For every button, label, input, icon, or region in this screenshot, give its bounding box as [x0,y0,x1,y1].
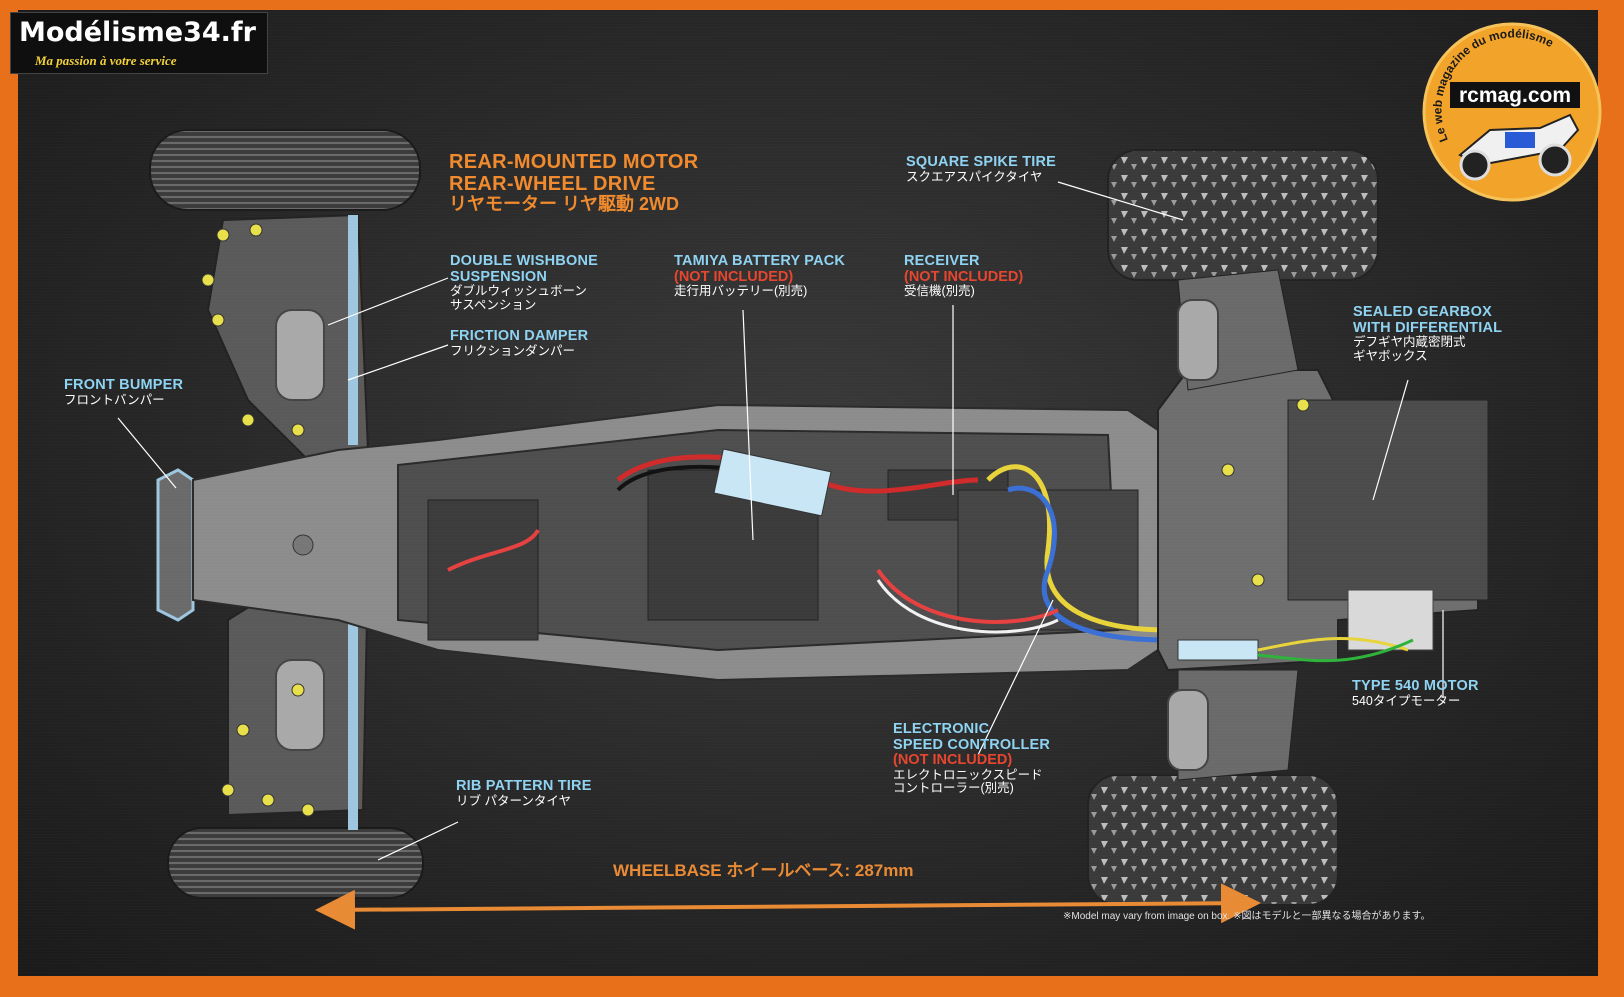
disclaimer: ※Model may vary from image on box. ※図はモデ… [1063,911,1431,922]
double-wishbone-jp1: ダブルウィッシュボーン [450,284,587,299]
headline: REAR-MOUNTED MOTOR REAR-WHEEL DRIVE リヤモー… [449,151,699,215]
gearbox-jp1: デフギヤ内蔵密閉式 [1353,335,1466,350]
headline-line1: REAR-MOUNTED MOTOR [449,151,699,173]
logo-left-title: Modélisme34.fr [19,17,256,48]
receiver-not-included: (NOT INCLUDED) [904,268,1024,285]
wheelbase-label: WHEELBASE ホイールベース: 287mm [613,861,914,880]
esc-en2: SPEED CONTROLLER [893,736,1051,753]
square-spike-jp: スクエアスパイクタイヤ [906,169,1043,184]
friction-damper-label: FRICTION DAMPER フリクションダンパー [450,328,589,358]
gearbox-en2: WITH DIFFERENTIAL [1353,319,1503,336]
motor-label: TYPE 540 MOTOR 540タイプモーター [1352,678,1479,708]
battery-pack-jp: 走行用バッテリー(別売) [674,284,808,299]
square-spike-en: SQUARE SPIKE TIRE [906,154,1057,170]
headline-line2: REAR-WHEEL DRIVE [449,172,656,195]
rib-tire-label: RIB PATTERN TIRE リブ パターンタイヤ [456,778,592,808]
chassis-diagram [117,129,1489,930]
headline-line3: リヤモーター リヤ駆動 2WD [449,194,679,215]
rib-tire-jp: リブ パターンタイヤ [456,793,571,808]
gearbox-jp2: ギヤボックス [1353,348,1428,363]
battery-pack-not-included: (NOT INCLUDED) [674,268,794,285]
leader-lines [117,181,1444,861]
front-bottom-tire [167,827,424,899]
front-bumper-part [156,468,195,622]
modelisme34-logo: Modélisme34.fr Ma passion à votre servic… [10,12,268,74]
motor-jp: 540タイプモーター [1352,693,1461,708]
rear-gearbox [1157,269,1489,781]
rib-tire-en: RIB PATTERN TIRE [456,778,592,794]
rcmag-logo: Le web magazine du modélisme rcmag.com [1422,22,1602,202]
rear-top-tire [1107,149,1379,281]
box-art-panel: REAR-MOUNTED MOTOR REAR-WHEEL DRIVE リヤモー… [18,10,1598,976]
friction-damper-jp: フリクションダンパー [450,343,576,358]
receiver-en: RECEIVER [904,253,980,269]
receiver-label: RECEIVER (NOT INCLUDED) 受信機(別売) [904,253,1024,299]
battery-pack-label: TAMIYA BATTERY PACK (NOT INCLUDED) 走行用バッ… [674,253,846,299]
front-bumper-jp: フロントバンパー [64,392,165,407]
double-wishbone-jp2: サスペンション [450,297,537,312]
double-wishbone-en2: SUSPENSION [450,268,548,285]
esc-en1: ELECTRONIC [893,721,990,737]
chassis-tub [192,403,1169,682]
esc-label: ELECTRONIC SPEED CONTROLLER (NOT INCLUDE… [893,721,1051,796]
battery-pack-en: TAMIYA BATTERY PACK [674,253,846,269]
double-wishbone-en1: DOUBLE WISHBONE [450,253,598,269]
front-bumper-label: FRONT BUMPER フロントバンパー [64,377,184,407]
square-spike-label: SQUARE SPIKE TIRE スクエアスパイクタイヤ [906,154,1057,184]
front-suspension [201,213,370,830]
front-top-tire [149,129,421,211]
logo-left-tagline: Ma passion à votre service [35,53,177,68]
double-wishbone-label: DOUBLE WISHBONE SUSPENSION ダブルウィッシュボーン サ… [450,253,598,312]
wheelbase-arrow [315,883,1261,930]
esc-jp2: コントローラー(別売) [893,781,1014,796]
front-bumper-en: FRONT BUMPER [64,377,184,393]
receiver-jp: 受信機(別売) [904,284,975,299]
gearbox-en1: SEALED GEARBOX [1353,304,1492,320]
esc-not-included: (NOT INCLUDED) [893,752,1013,769]
friction-damper-en: FRICTION DAMPER [450,328,589,344]
esc-jp1: エレクトロニックスピード [893,767,1043,782]
motor-en: TYPE 540 MOTOR [1352,678,1479,694]
gearbox-label: SEALED GEARBOX WITH DIFFERENTIAL デフギヤ内蔵密… [1353,304,1503,363]
rear-bottom-tire [1087,774,1339,906]
buggy-icon [1458,113,1580,181]
logo-right-title: rcmag.com [1459,84,1571,107]
